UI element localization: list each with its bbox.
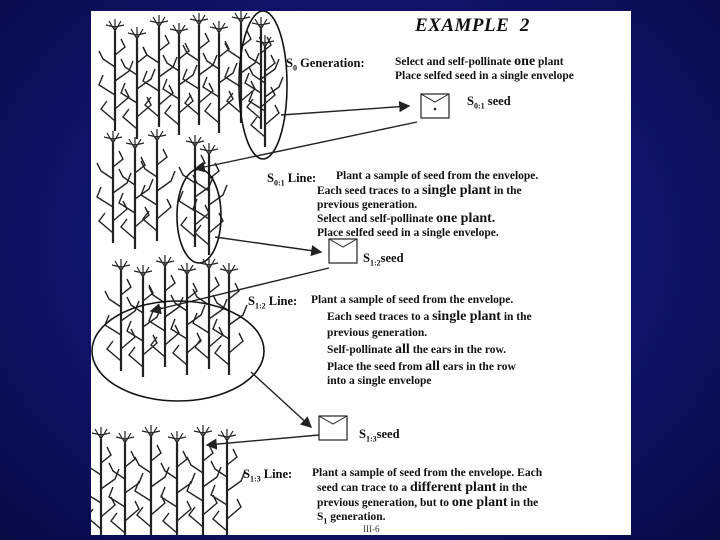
s01-seed-envelope xyxy=(420,93,450,119)
s12-heading: S1:2 Line: xyxy=(248,294,298,311)
s0-line-2: Place selfed seed in a single envelope xyxy=(395,70,574,82)
s13-seed-label: S1:3seed xyxy=(359,427,400,444)
s13-line-3: previous generation, but to one plant in… xyxy=(317,495,539,510)
s12-selection-ellipse xyxy=(91,300,265,402)
s12-plant-block xyxy=(103,253,249,379)
s13-line-4: S1 generation. xyxy=(317,511,386,526)
s01-line-2: Each seed traces to a single plant in th… xyxy=(317,183,522,198)
s12-line-5: Place the seed from all ears in the row xyxy=(327,359,516,374)
s01-plant-row xyxy=(95,127,229,257)
s01-heading: S0:1 Line: xyxy=(267,171,317,188)
diagram-artwork xyxy=(91,11,450,535)
page-title: EXAMPLE 2 xyxy=(415,15,530,36)
s01-line-4: Select and self-pollinate one plant. xyxy=(317,211,496,226)
s13-heading: S1:3 Line: xyxy=(243,467,293,484)
flow-arrows xyxy=(149,101,418,450)
s0-selection-ellipse xyxy=(238,11,288,160)
s13-line-1: Plant a sample of seed from the envelope… xyxy=(312,467,543,479)
s01-selection-ellipse xyxy=(176,168,222,264)
s01-line-5: Place selfed seed in a single envelope. xyxy=(317,227,499,239)
s0-plant-stand xyxy=(97,11,285,149)
s12-seed-label: S1:2seed xyxy=(363,251,404,268)
s12-line-3: previous generation. xyxy=(327,327,428,339)
s0-heading: S0 Generation: xyxy=(286,56,365,73)
s01-line-1: Plant a sample of seed from the envelope… xyxy=(336,170,539,182)
page-number: III-6 xyxy=(363,524,380,534)
s12-line-6: into a single envelope xyxy=(327,375,432,387)
s12-line-1: Plant a sample of seed from the envelope… xyxy=(311,294,514,306)
s12-seed-envelope xyxy=(328,238,358,264)
diagram-page: EXAMPLE 2 S0 Generation: Select and self… xyxy=(91,11,631,535)
s01-seed-label: S0:1 seed xyxy=(467,94,511,111)
s0-line-1: Select and self-pollinate one plant xyxy=(395,54,564,69)
s13-seed-envelope xyxy=(318,415,348,441)
s13-line-2: seed can trace to a different plant in t… xyxy=(317,480,528,495)
s12-line-2: Each seed traces to a single plant in th… xyxy=(327,309,532,324)
s13-plant-row xyxy=(91,423,247,535)
s12-line-4: Self-pollinate all the ears in the row. xyxy=(327,342,507,357)
s01-line-3: previous generation. xyxy=(317,199,418,211)
